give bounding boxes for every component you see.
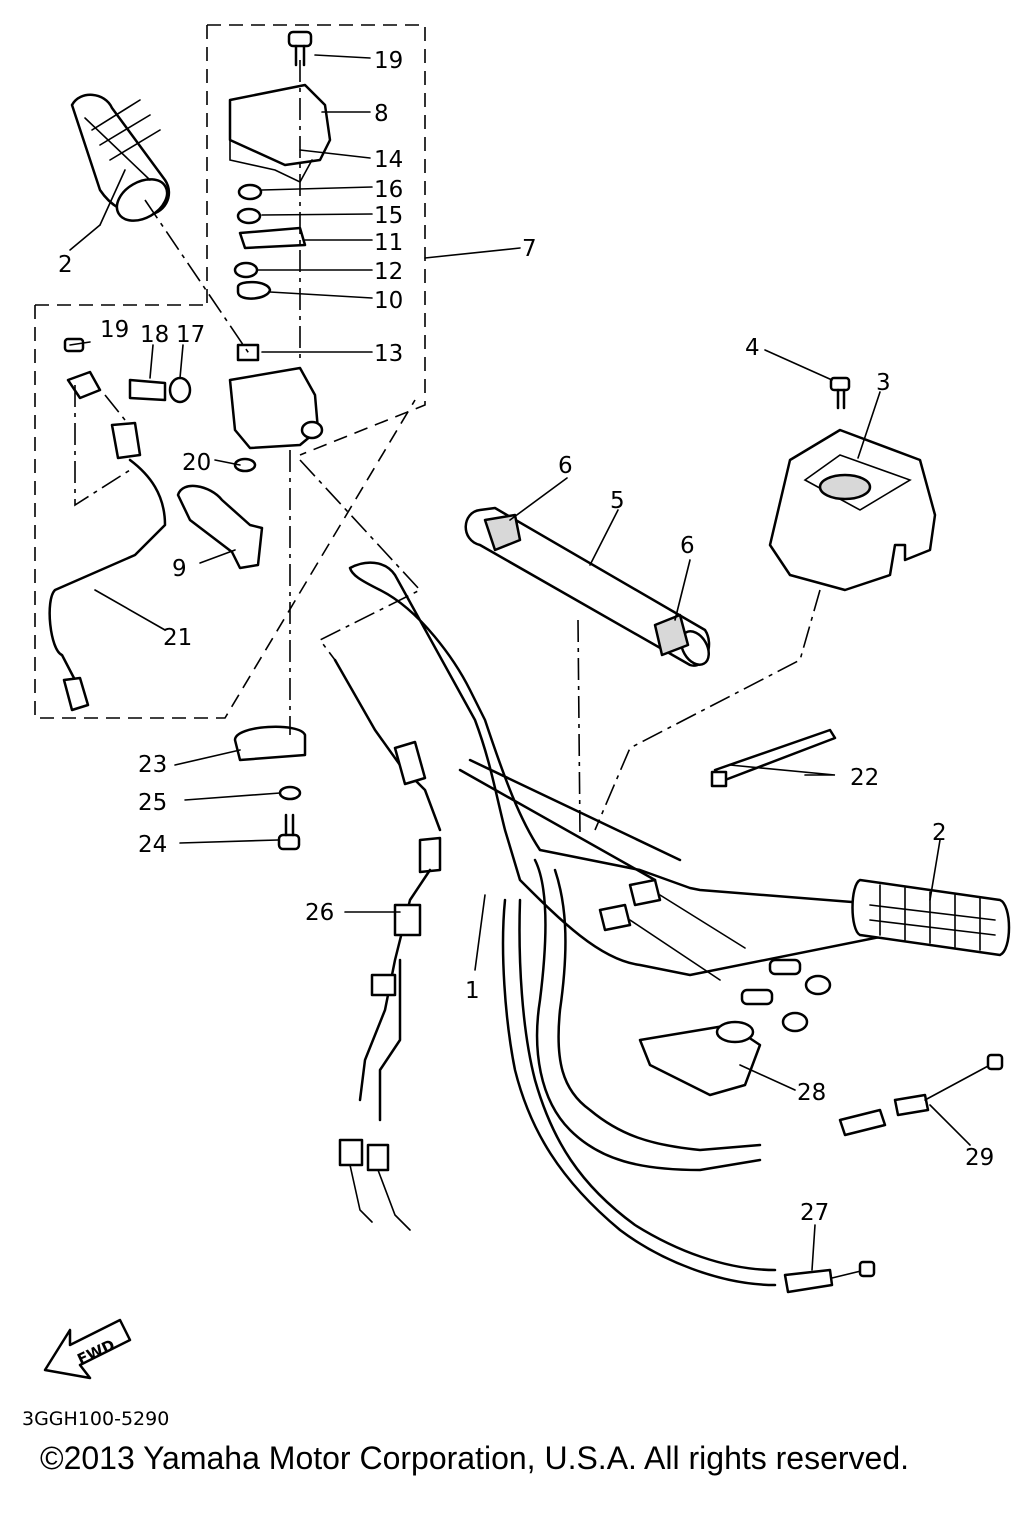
leader-lines <box>69 54 971 1271</box>
callout-2-left: 2 <box>58 252 73 278</box>
cable-tie <box>710 728 837 788</box>
throttle-screw-19 <box>287 30 313 67</box>
kill-switch-lead <box>48 337 167 712</box>
callout-13: 13 <box>374 341 403 367</box>
throttle-lever <box>176 484 264 570</box>
callout-29: 29 <box>965 1145 994 1171</box>
callout-24: 24 <box>138 832 167 858</box>
callout-27: 27 <box>800 1200 829 1226</box>
callout-4: 4 <box>745 335 760 361</box>
brake-lever <box>638 1020 762 1097</box>
fwd-arrow: FWD <box>43 1318 132 1380</box>
callout-21: 21 <box>163 625 192 651</box>
callout-28: 28 <box>797 1080 826 1106</box>
throttle-housing <box>128 343 324 473</box>
callout-7: 7 <box>522 236 537 262</box>
callout-18: 18 <box>140 322 169 348</box>
callout-6-right: 6 <box>680 533 695 559</box>
callout-20: 20 <box>182 450 211 476</box>
grip-left <box>70 93 171 222</box>
throttle-washers <box>233 183 307 300</box>
alignment-lines <box>74 60 821 836</box>
callout-22: 22 <box>850 765 879 791</box>
callout-2-right: 2 <box>932 820 947 846</box>
callout-23: 23 <box>138 752 167 778</box>
cable-ends <box>598 878 832 1033</box>
callout-26: 26 <box>305 900 334 926</box>
handlebar-pad <box>464 506 711 667</box>
handlebar-clamp <box>233 725 307 851</box>
brake-cables <box>501 858 1004 1294</box>
callout-10: 10 <box>374 288 403 314</box>
callout-3: 3 <box>876 370 891 396</box>
throttle-cover <box>228 83 332 184</box>
callout-12: 12 <box>374 259 403 285</box>
callout-11: 11 <box>374 230 403 256</box>
throttle-subassembly-box <box>34 304 416 719</box>
switch-housing <box>768 428 937 592</box>
callout-6-left: 6 <box>558 453 573 479</box>
throttle-assembly-box <box>207 24 426 456</box>
callout-14: 14 <box>374 147 403 173</box>
callout-5: 5 <box>610 488 625 514</box>
diagram-code: 3GGH100-5290 <box>22 1408 170 1430</box>
throttle-cable <box>333 658 442 1231</box>
callout-25: 25 <box>138 790 167 816</box>
callout-17: 17 <box>176 322 205 348</box>
callout-16: 16 <box>374 177 403 203</box>
copyright-notice: ©2013 Yamaha Motor Corporation, U.S.A. A… <box>40 1440 910 1476</box>
callout-9: 9 <box>172 556 187 582</box>
callout-numbers: 19 8 14 16 15 11 12 10 13 7 2 19 18 17 2… <box>58 48 994 1226</box>
callout-19-top: 19 <box>374 48 403 74</box>
callout-1: 1 <box>465 978 480 1004</box>
callout-8: 8 <box>374 101 389 127</box>
grip-right <box>851 878 1011 957</box>
callout-19-left: 19 <box>100 317 129 343</box>
screw-4 <box>829 376 851 410</box>
callout-15: 15 <box>374 203 403 229</box>
